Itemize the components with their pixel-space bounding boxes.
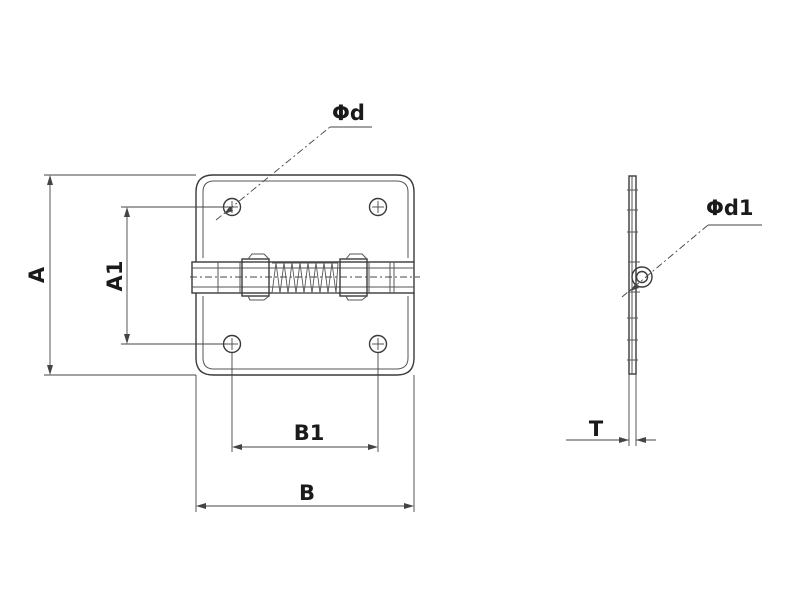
label-A1: A1	[103, 261, 127, 292]
leader-phi-d	[215, 126, 372, 221]
label-B: B	[299, 481, 315, 505]
label-T: T	[589, 417, 604, 441]
upper-leaf-inner	[202, 180, 409, 258]
upper-leaf	[195, 174, 415, 262]
lower-leaf	[195, 293, 415, 376]
dimension-B1	[231, 352, 379, 452]
front-view	[190, 174, 420, 376]
side-view	[621, 175, 762, 375]
lower-leaf-inner	[202, 296, 409, 370]
mounting-holes	[222, 197, 388, 354]
dimension-T	[566, 374, 656, 446]
label-phi-d1: Φd1	[706, 196, 754, 220]
dimension-A1	[121, 206, 228, 345]
label-A: A	[25, 266, 49, 283]
label-B1: B1	[294, 421, 325, 445]
label-phi-d: Φd	[332, 101, 365, 125]
dimension-B	[195, 375, 415, 512]
spring-coil	[271, 262, 339, 294]
dimension-A	[44, 174, 196, 376]
side-knuckle	[631, 266, 653, 288]
knuckle-barrel	[190, 253, 420, 301]
